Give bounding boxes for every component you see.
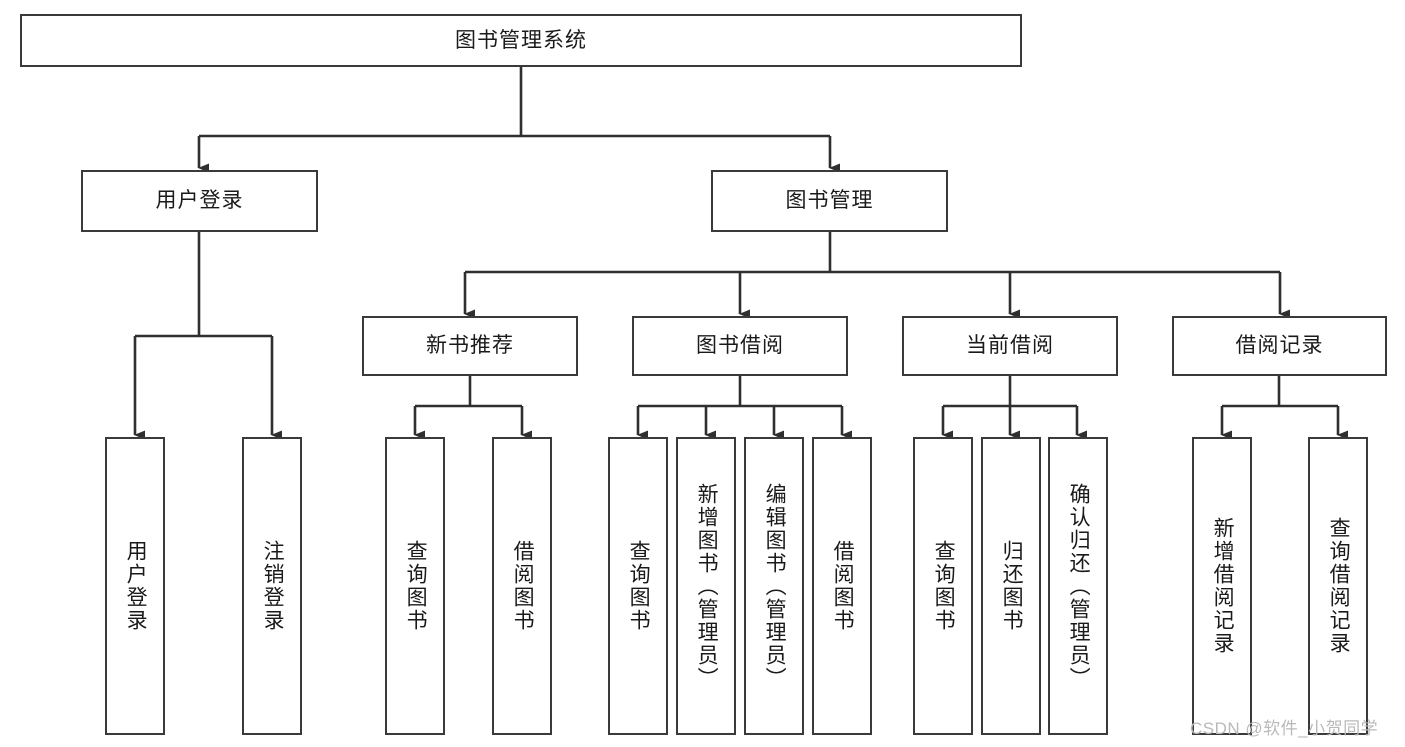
node-label: 查询图书: [404, 540, 428, 632]
node-label: 当前借阅: [966, 334, 1054, 358]
leaf-confirm-return-admin[interactable]: 确认归还（管理员）: [1048, 437, 1108, 735]
node-label: 借阅图书: [511, 540, 535, 632]
node-label: 查询借阅记录: [1327, 517, 1351, 655]
leaf-add-borrow-record[interactable]: 新增借阅记录: [1192, 437, 1252, 735]
node-label: 查询图书: [627, 540, 651, 632]
node-current-borrow[interactable]: 当前借阅: [902, 316, 1118, 376]
leaf-add-book-admin[interactable]: 新增图书（管理员）: [676, 437, 736, 735]
node-label: 借阅记录: [1235, 334, 1324, 358]
node-user-login[interactable]: 用户登录: [81, 170, 318, 232]
node-label: 图书借阅: [696, 334, 784, 358]
node-label: 确认归还（管理员）: [1067, 482, 1091, 690]
leaf-borrow-book-borrow[interactable]: 借阅图书: [812, 437, 872, 735]
leaf-query-book-borrow[interactable]: 查询图书: [608, 437, 668, 735]
leaf-query-borrow-record[interactable]: 查询借阅记录: [1308, 437, 1368, 735]
node-root-book-management-system[interactable]: 图书管理系统: [20, 14, 1022, 67]
node-label: 编辑图书（管理员）: [763, 482, 787, 690]
node-label: 用户登录: [155, 189, 244, 213]
leaf-query-book-recommend[interactable]: 查询图书: [385, 437, 445, 735]
node-label: 图书管理: [785, 189, 874, 213]
leaf-borrow-book-recommend[interactable]: 借阅图书: [492, 437, 552, 735]
leaf-edit-book-admin[interactable]: 编辑图书（管理员）: [744, 437, 804, 735]
node-label: 图书管理系统: [455, 28, 587, 52]
leaf-logout-login[interactable]: 注销登录: [242, 437, 302, 735]
node-new-book-recommend[interactable]: 新书推荐: [362, 316, 578, 376]
leaf-query-book-current[interactable]: 查询图书: [913, 437, 973, 735]
node-book-borrow[interactable]: 图书借阅: [632, 316, 848, 376]
node-label: 新书推荐: [426, 334, 514, 358]
node-label: 用户登录: [124, 540, 148, 632]
node-borrow-record[interactable]: 借阅记录: [1172, 316, 1387, 376]
leaf-user-login[interactable]: 用户登录: [105, 437, 165, 735]
node-label: 新增图书（管理员）: [695, 482, 719, 690]
leaf-return-book[interactable]: 归还图书: [981, 437, 1041, 735]
node-label: 注销登录: [261, 540, 285, 632]
node-label: 新增借阅记录: [1211, 517, 1235, 655]
node-label: 归还图书: [1000, 540, 1024, 632]
node-label: 借阅图书: [831, 540, 855, 632]
node-book-management[interactable]: 图书管理: [711, 170, 948, 232]
csdn-watermark: CSDN @软件_小贺同学: [1190, 719, 1379, 738]
node-label: 查询图书: [932, 540, 956, 632]
